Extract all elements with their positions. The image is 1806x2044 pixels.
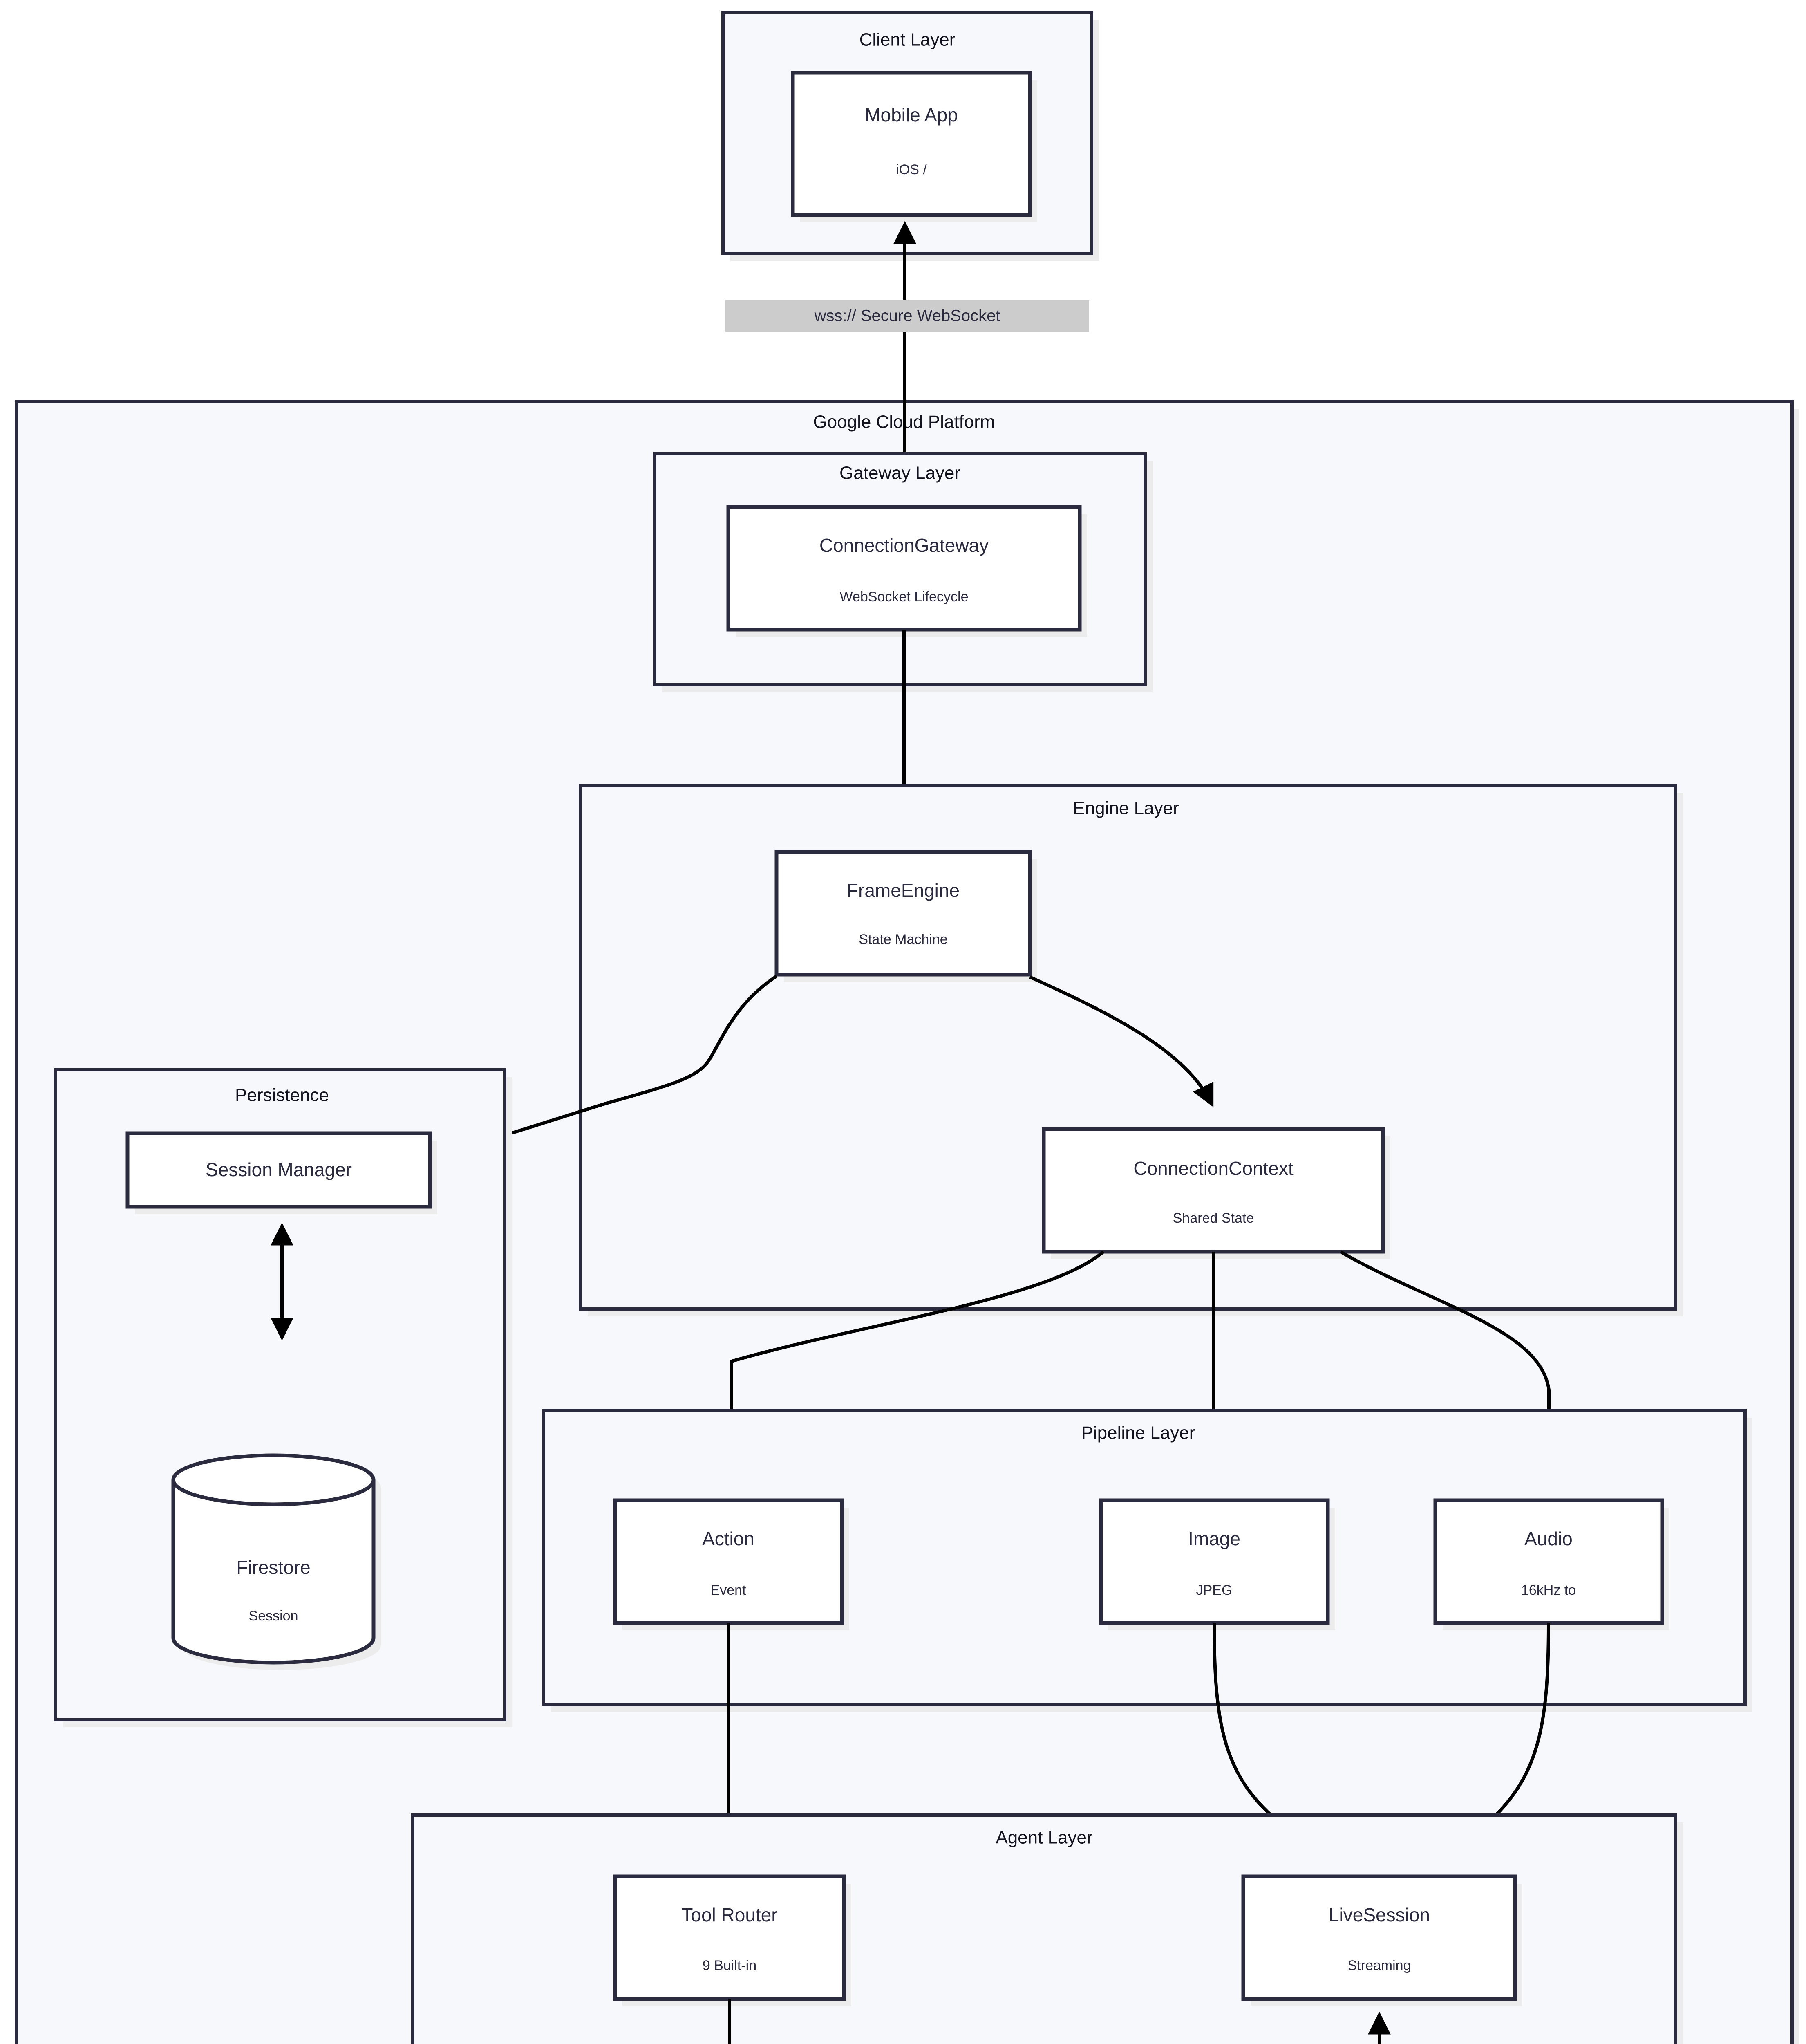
node-sub-audio: 16kHz to xyxy=(1521,1582,1576,1598)
node-title-audio: Audio xyxy=(1524,1528,1573,1549)
cluster-label-gateway: Gateway Layer xyxy=(839,463,960,483)
edge-frameengine-to-sessionmanager xyxy=(458,975,778,1154)
node-title-connection-context: ConnectionContext xyxy=(1133,1158,1293,1179)
node-title-mobile-app: Mobile App xyxy=(865,104,958,126)
node-image[interactable]: Image JPEG xyxy=(1099,1498,1335,1630)
edge-label-bg-wss xyxy=(725,300,1089,332)
node-title-action: Action xyxy=(702,1528,754,1549)
node-sub-connection-context: Shared State xyxy=(1173,1210,1254,1226)
node-mobile-app[interactable]: Mobile App iOS / xyxy=(791,71,1037,222)
node-title-image: Image xyxy=(1188,1528,1240,1549)
edge-label-wss: wss:// Secure WebSocket xyxy=(814,307,1000,325)
node-title-session-manager: Session Manager xyxy=(206,1159,352,1180)
node-connection-gateway[interactable]: ConnectionGateway WebSocket Lifecycle xyxy=(726,505,1087,637)
node-title-connection-gateway: ConnectionGateway xyxy=(819,535,989,556)
node-connection-context[interactable]: ConnectionContext Shared State xyxy=(1042,1127,1390,1259)
node-sub-tool-router: 9 Built-in xyxy=(703,1958,756,1973)
node-title-frame-engine: FrameEngine xyxy=(847,880,960,901)
cluster-label-client: Client Layer xyxy=(859,30,956,50)
cluster-label-engine: Engine Layer xyxy=(1073,798,1179,818)
cluster-label-agent: Agent Layer xyxy=(996,1828,1092,1848)
edge-gateway-to-mobile: wss:// Secure WebSocket xyxy=(725,221,1089,585)
node-title-tool-router: Tool Router xyxy=(681,1904,777,1925)
node-session-manager[interactable]: Session Manager xyxy=(125,1131,437,1214)
edge-context-to-action xyxy=(720,1250,1105,1487)
cluster-label-pipeline: Pipeline Layer xyxy=(1081,1423,1195,1443)
node-sub-connection-gateway: WebSocket Lifecycle xyxy=(840,589,969,605)
node-frame-engine[interactable]: FrameEngine State Machine xyxy=(774,850,1037,982)
node-title-live-session: LiveSession xyxy=(1329,1904,1430,1925)
edge-image-to-livesession xyxy=(1213,1623,1300,1861)
node-sub-mobile-app: iOS / xyxy=(896,162,927,177)
node-live-session[interactable]: LiveSession Streaming xyxy=(1241,1874,1522,2006)
node-tool-router[interactable]: Tool Router 9 Built-in xyxy=(613,1874,851,2006)
node-audio[interactable]: Audio 16kHz to xyxy=(1433,1498,1669,1630)
node-firestore[interactable]: Firestore Session xyxy=(171,1453,381,1670)
node-title-firestore: Firestore xyxy=(236,1557,310,1578)
edge-frameengine-to-connectioncontext xyxy=(1029,975,1214,1107)
node-sub-image: JPEG xyxy=(1196,1582,1233,1598)
node-sub-firestore: Session xyxy=(249,1608,298,1624)
node-action[interactable]: Action Event xyxy=(613,1498,849,1630)
node-sub-action: Event xyxy=(711,1582,746,1598)
edge-context-to-audio xyxy=(1339,1250,1560,1487)
node-sub-frame-engine: State Machine xyxy=(859,932,947,947)
cluster-label-persistence: Persistence xyxy=(235,1085,329,1105)
node-sub-live-session: Streaming xyxy=(1348,1958,1411,1973)
edge-audio-to-livesession xyxy=(1469,1623,1550,1862)
